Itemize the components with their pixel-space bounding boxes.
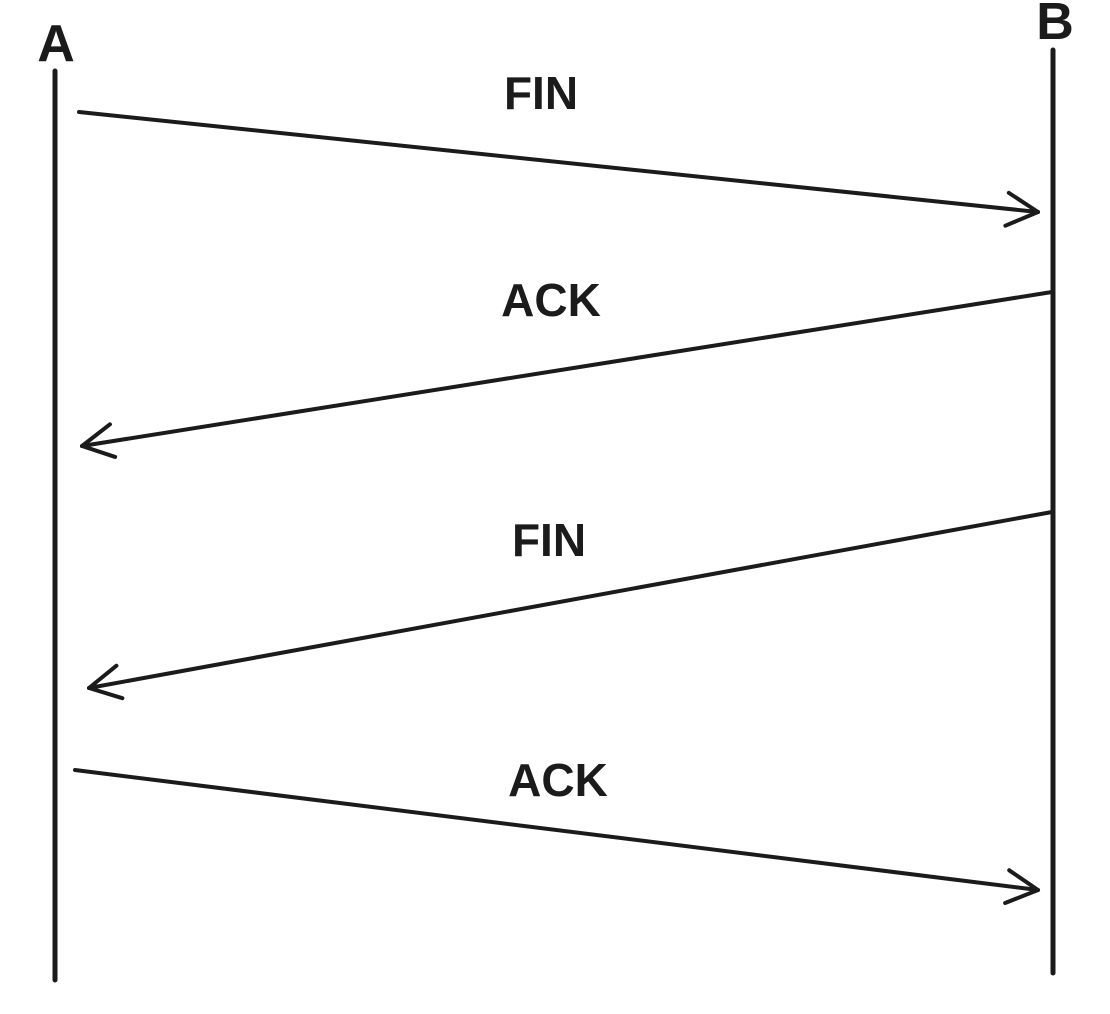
actor-label-b: B	[1036, 0, 1074, 51]
message-ack-2: ACK	[73, 754, 1040, 906]
message-label-ack-2: ACK	[508, 754, 608, 806]
message-line-ack-2	[73, 768, 1040, 906]
actor-label-a: A	[37, 15, 75, 73]
message-label-fin-1: FIN	[504, 67, 578, 119]
message-label-ack-1: ACK	[501, 274, 601, 326]
message-line-fin-1	[77, 110, 1040, 228]
message-fin-2: FIN	[87, 510, 1054, 701]
message-ack-1: ACK	[80, 274, 1054, 459]
message-label-fin-2: FIN	[512, 514, 586, 566]
message-fin-1: FIN	[77, 67, 1040, 228]
message-line-ack-1	[80, 290, 1054, 459]
message-line-fin-2	[87, 510, 1054, 701]
